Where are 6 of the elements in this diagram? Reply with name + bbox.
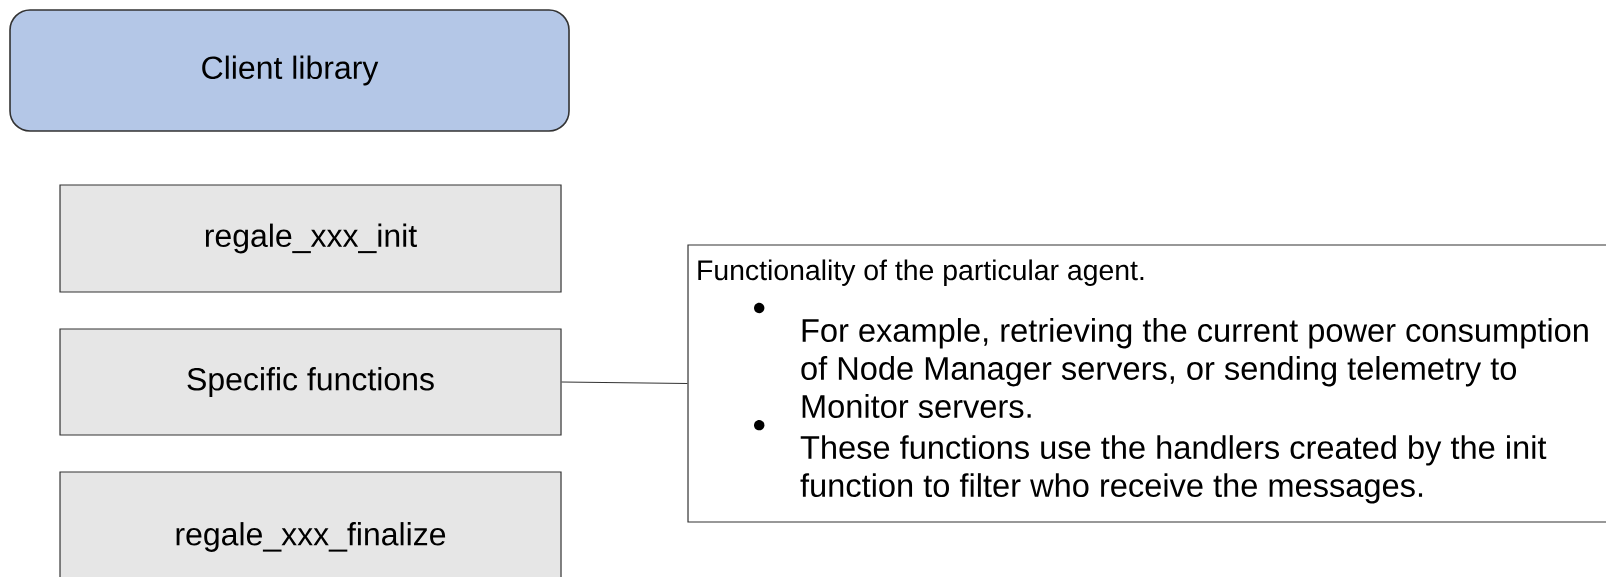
leader-line xyxy=(561,381,688,385)
function-box: regale_xxx_init xyxy=(59,184,562,293)
header-box: Client library xyxy=(9,9,570,132)
function-box: Specific functions xyxy=(59,328,562,436)
function-box: regale_xxx_finalize xyxy=(59,471,562,577)
note-box: Functionality of the particular agent. For example, retrieving the current power consumption of Node Manager servers, or sending telemetry to Monitor servers. These functions use the handlers created by the init function to filter who receive the messages. xyxy=(687,244,1606,523)
